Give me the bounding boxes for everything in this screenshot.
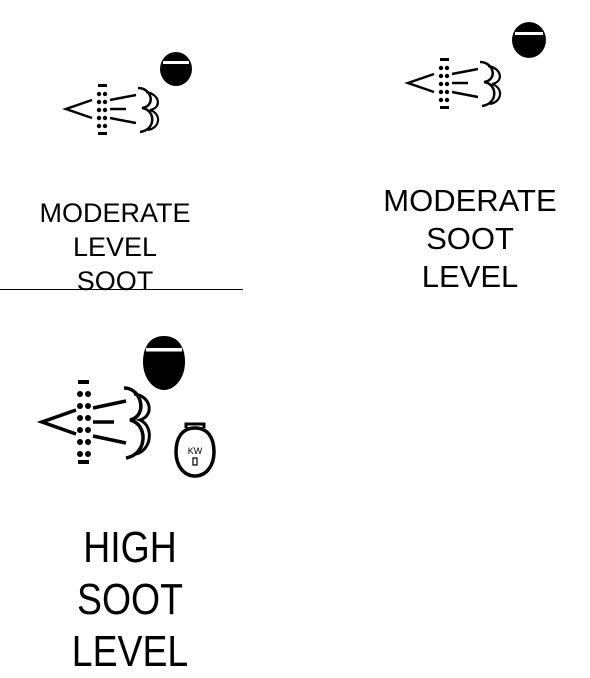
power-unit-label: KW: [188, 446, 203, 456]
caption-line: SOOT: [76, 266, 154, 296]
panel-caption: MODERATE SOOT LEVEL: [370, 182, 570, 296]
soot-indicator-icon: [512, 22, 546, 58]
caption-line: LEVEL: [421, 259, 519, 294]
caption-line: HIGH SOOT: [77, 523, 183, 624]
engine-power-warning-icon: KW: [174, 422, 216, 478]
caption-line: MODERATE: [383, 183, 557, 218]
soot-indicator-icon: [143, 336, 185, 390]
panel-caption: HIGH SOOT LEVEL: [28, 522, 232, 678]
exhaust-filter-icon: [62, 84, 160, 135]
exhaust-filter-icon: [36, 380, 151, 464]
caption-line: SOOT: [426, 221, 514, 256]
panel-caption: MODERATE LEVEL SOOT: [20, 196, 210, 298]
exhaust-filter-icon: [404, 58, 502, 109]
soot-indicator-icon: [160, 52, 192, 86]
section-divider: [0, 289, 243, 290]
caption-line: MODERATE: [39, 198, 191, 228]
caption-line: LEVEL: [72, 232, 158, 262]
caption-line: LEVEL: [71, 627, 189, 676]
